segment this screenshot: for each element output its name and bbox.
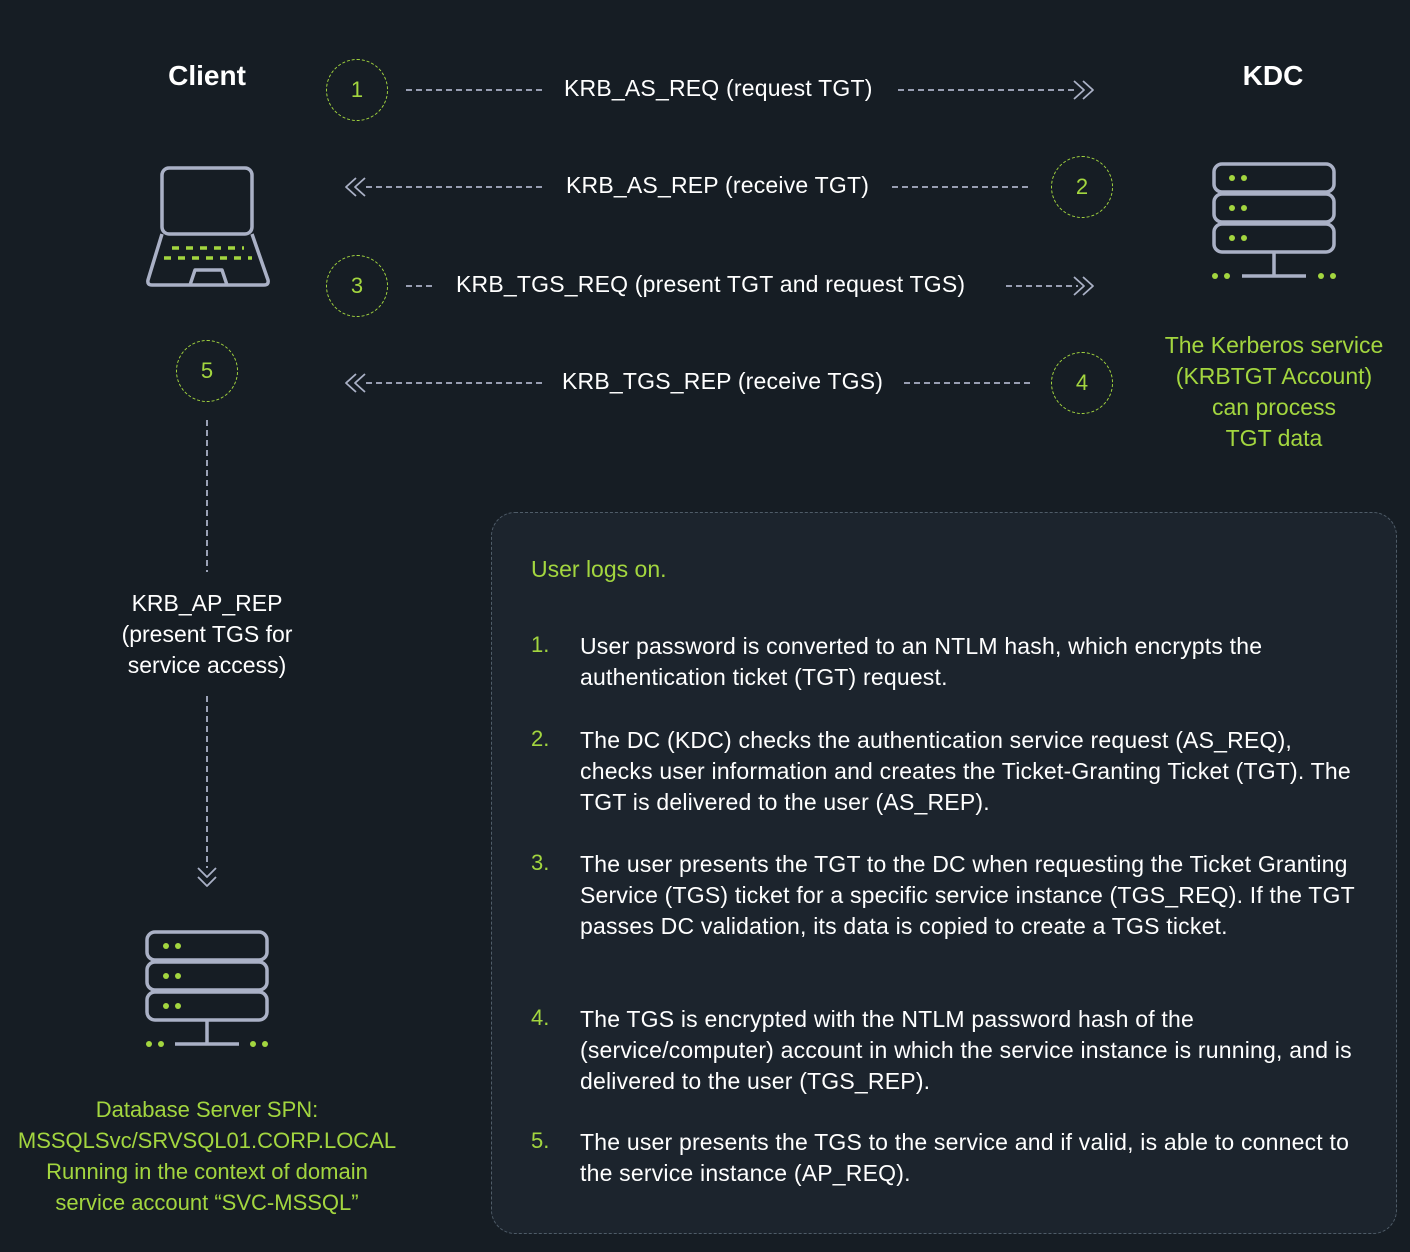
kdc-caption-line: can process bbox=[1211, 394, 1336, 420]
ap-flow-label-line: (present TGS for bbox=[121, 621, 293, 647]
laptop-icon bbox=[146, 166, 270, 287]
step-circle-3: 3 bbox=[326, 255, 388, 317]
panel-step-text: The TGS is encrypted with the NTLM passw… bbox=[580, 1006, 1352, 1094]
ap-flow-label-line: KRB_AP_REP bbox=[131, 590, 283, 616]
client-title: Client bbox=[168, 60, 246, 91]
chevron-right-icon bbox=[1073, 276, 1094, 296]
kdc-caption-line: TGT data bbox=[1225, 425, 1323, 451]
step-circle-1: 1 bbox=[326, 59, 388, 121]
database-caption-line: service account “SVC-MSSQL” bbox=[55, 1190, 359, 1215]
flow-label-as-rep: KRB_AS_REP (receive TGT) bbox=[566, 172, 870, 198]
database-caption: Database Server SPN: MSSQLSvc/SRVSQL01.C… bbox=[0, 1094, 414, 1218]
chevron-down-icon bbox=[197, 867, 217, 887]
panel-step-text: The user presents the TGT to the DC when… bbox=[580, 851, 1355, 939]
flow-label-tgs-req: KRB_TGS_REQ (present TGT and request TGS… bbox=[456, 271, 966, 297]
kdc-server-icon bbox=[1212, 162, 1336, 279]
kdc-caption: The Kerberos service (KRBTGT Account) ca… bbox=[1144, 330, 1404, 454]
flow-label-tgs-rep: KRB_TGS_REP (receive TGS) bbox=[562, 368, 884, 394]
step-circle-4: 4 bbox=[1051, 352, 1113, 414]
kdc-title: KDC bbox=[1242, 60, 1304, 91]
chevron-right-icon bbox=[1073, 80, 1094, 100]
explanation-panel bbox=[491, 512, 1397, 1234]
panel-step-number: 3. bbox=[531, 850, 550, 875]
panel-step-text: The user presents the TGS to the service… bbox=[580, 1129, 1350, 1186]
flow-label-as-req: KRB_AS_REQ (request TGT) bbox=[564, 75, 873, 101]
database-caption-line: MSSQLSvc/SRVSQL01.CORP.LOCAL bbox=[17, 1128, 397, 1153]
ap-flow-label: KRB_AP_REP (present TGS for service acce… bbox=[87, 588, 327, 681]
ap-flow-label-line: service access) bbox=[127, 652, 287, 678]
step-circle-2: 2 bbox=[1051, 156, 1113, 218]
chevron-left-icon bbox=[345, 177, 366, 197]
database-server-icon bbox=[145, 930, 269, 1047]
panel-heading: User logs on. bbox=[531, 556, 667, 582]
step-circle-5: 5 bbox=[176, 340, 238, 402]
panel-step-number: 5. bbox=[531, 1128, 550, 1153]
kdc-caption-line: (KRBTGT Account) bbox=[1175, 363, 1373, 389]
panel-step-number: 4. bbox=[531, 1005, 550, 1030]
kdc-caption-line: The Kerberos service bbox=[1164, 332, 1384, 358]
database-caption-line: Database Server SPN: bbox=[95, 1097, 319, 1122]
chevron-left-icon bbox=[345, 373, 366, 393]
panel-step-text: User password is converted to an NTLM ha… bbox=[580, 633, 1263, 690]
panel-step-number: 2. bbox=[531, 726, 550, 751]
panel-step-number: 1. bbox=[531, 632, 550, 657]
panel-step-text: The DC (KDC) checks the authentication s… bbox=[580, 727, 1351, 815]
database-caption-line: Running in the context of domain bbox=[46, 1159, 368, 1184]
